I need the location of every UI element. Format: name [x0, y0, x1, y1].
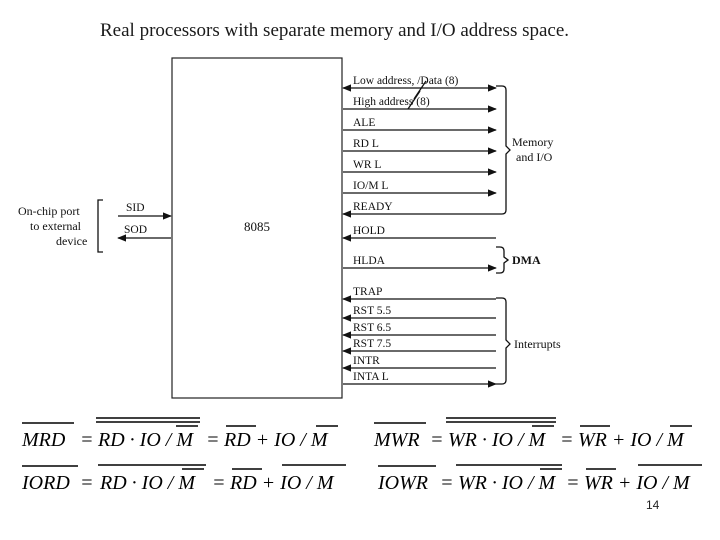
- equations: MRD = RD · IO / M = RD + IO / M MWR = WR…: [21, 417, 702, 494]
- port-note-line1: On-chip port: [18, 204, 80, 218]
- signal-label-11: RST 6.5: [353, 322, 391, 334]
- svg-text:=: =: [80, 429, 94, 451]
- page-title: Real processors with separate memory and…: [100, 20, 569, 41]
- signal-label-0: Low address, /Data (8): [353, 75, 459, 87]
- signal-label-2: ALE: [353, 117, 375, 129]
- signal-labels: Low address, /Data (8) High address (8) AL…: [353, 75, 459, 383]
- memory-label-line1: Memory: [512, 135, 553, 149]
- svg-text:=: =: [206, 429, 220, 451]
- eq-mrd-rhs1: RD · IO / M: [97, 429, 194, 451]
- signal-label-12: RST 7.5: [353, 338, 391, 350]
- signal-label-6: READY: [353, 201, 393, 213]
- dma-bracket: [496, 246, 510, 274]
- sod-label: SOD: [124, 224, 147, 236]
- svg-text:=: =: [440, 472, 454, 494]
- eq-iord-lhs: IORD: [21, 472, 70, 494]
- page-number: 14: [646, 498, 660, 512]
- signal-label-3: RD L: [353, 138, 379, 150]
- svg-text:=: =: [430, 429, 444, 451]
- port-bracket: [97, 199, 103, 253]
- eq-iord-rhs2: RD + IO / M: [229, 472, 335, 494]
- signal-label-1: High address (8): [353, 96, 430, 108]
- equation-iowr: IOWR = WR · IO / M = WR + IO / M: [377, 464, 702, 494]
- signal-label-4: WR L: [353, 159, 381, 171]
- signal-label-9: TRAP: [353, 286, 382, 298]
- svg-text:=: =: [80, 472, 94, 494]
- eq-mrd-rhs2: RD + IO / M: [223, 429, 329, 451]
- left-signals: SID SOD On-chip port to external device: [18, 199, 172, 253]
- signal-label-10: RST 5.5: [353, 305, 391, 317]
- eq-iowr-lhs: IOWR: [377, 472, 428, 494]
- eq-iowr-rhs2: WR + IO / M: [584, 472, 691, 494]
- chip-8085: [171, 57, 343, 399]
- equation-mrd: MRD = RD · IO / M = RD + IO / M: [21, 417, 338, 451]
- port-note-line2: to external: [30, 219, 82, 233]
- signal-label-8: HLDA: [353, 255, 386, 267]
- signal-label-14: INTA L: [353, 371, 389, 383]
- equation-iord: IORD = RD · IO / M = RD + IO / M: [21, 464, 346, 494]
- memory-bracket: [496, 85, 511, 215]
- eq-mwr-rhs2: WR + IO / M: [578, 429, 685, 451]
- dma-label: DMA: [512, 253, 541, 267]
- eq-iord-rhs1: RD · IO / M: [99, 472, 196, 494]
- svg-text:=: =: [566, 472, 580, 494]
- eq-iowr-rhs1: WR · IO / M: [458, 472, 557, 494]
- eq-mrd-lhs: MRD: [21, 429, 66, 451]
- equation-mwr: MWR = WR · IO / M = WR + IO / M: [373, 417, 692, 451]
- eq-mwr-rhs1: WR · IO / M: [448, 429, 547, 451]
- chip-label: 8085: [244, 219, 270, 234]
- sid-label: SID: [126, 202, 145, 214]
- signal-label-5: IO/M L: [353, 180, 388, 192]
- svg-text:=: =: [212, 472, 226, 494]
- signal-lines: [342, 84, 497, 388]
- signal-label-13: INTR: [353, 355, 380, 367]
- interrupts-label: Interrupts: [514, 337, 561, 351]
- port-note-line3: device: [56, 234, 87, 248]
- interrupts-bracket: [496, 297, 511, 385]
- eq-mwr-lhs: MWR: [373, 429, 420, 451]
- memory-label-line2: and I/O: [516, 150, 553, 164]
- bus-slash-high: [407, 90, 421, 110]
- svg-text:=: =: [560, 429, 574, 451]
- signal-label-7: HOLD: [353, 225, 385, 237]
